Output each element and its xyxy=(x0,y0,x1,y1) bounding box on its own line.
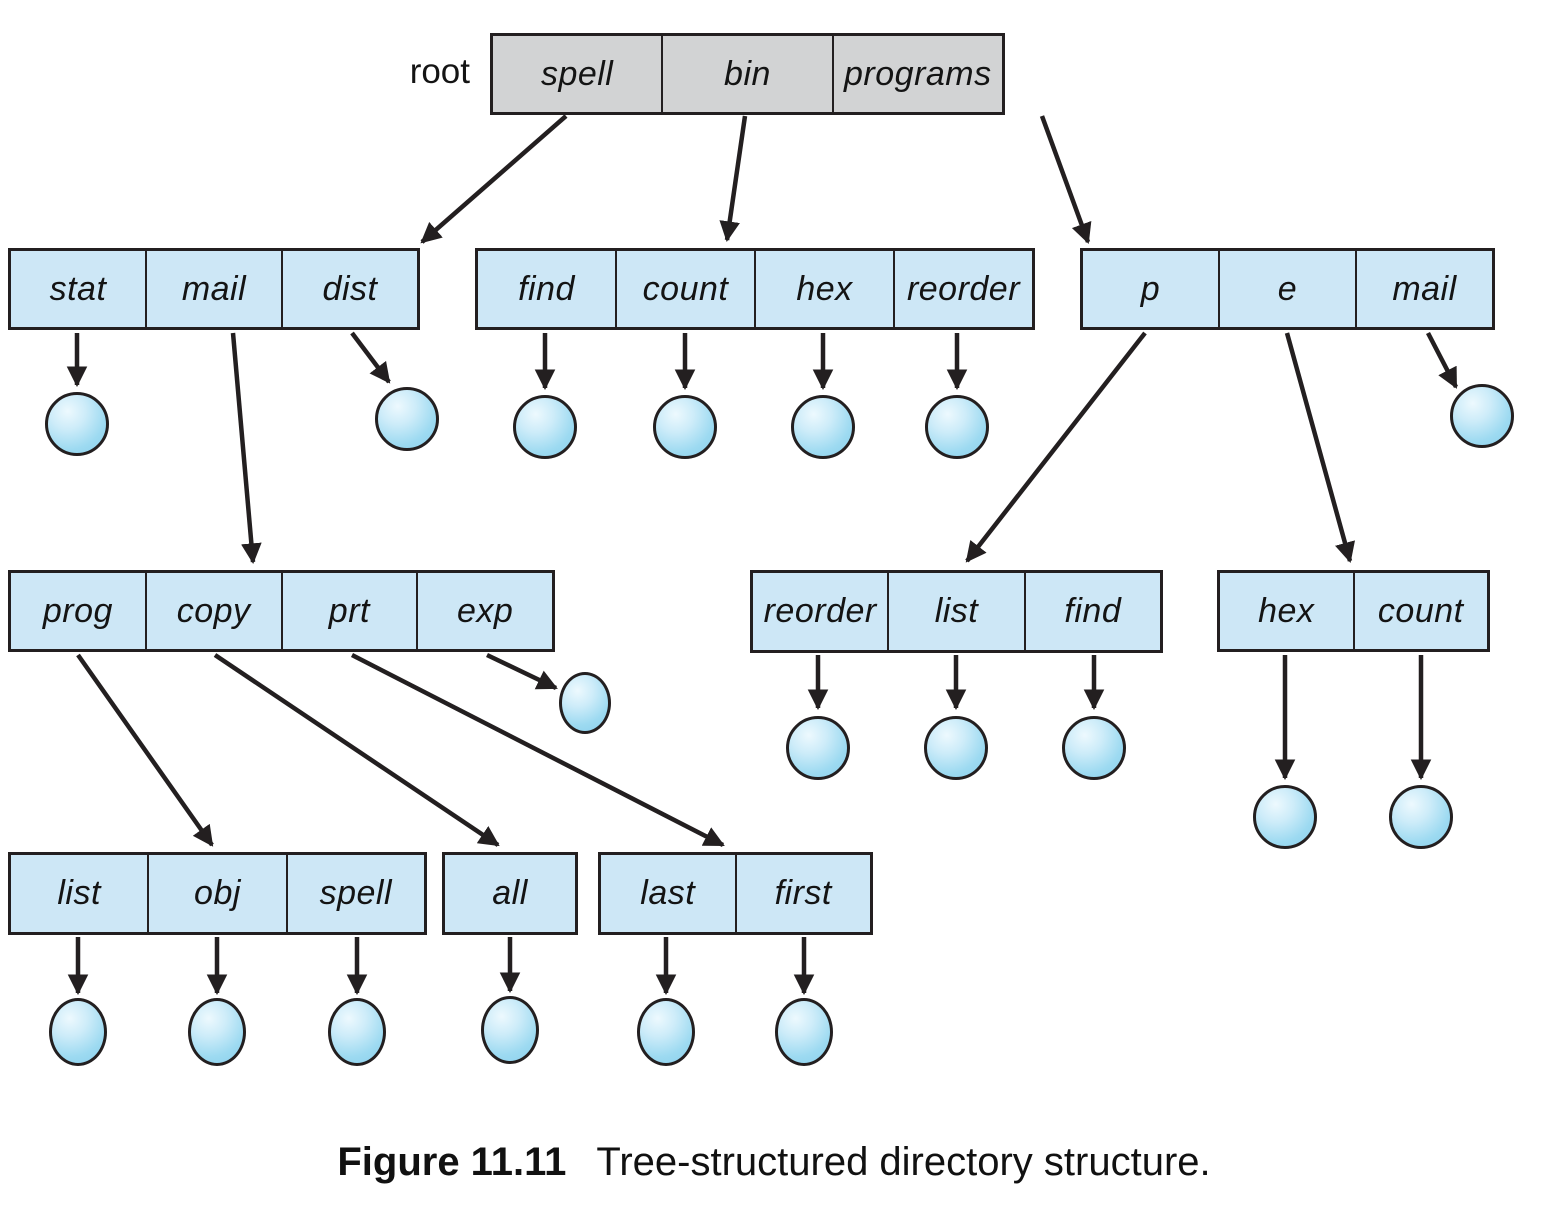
directory-pointer-arrow xyxy=(1426,331,1458,389)
figure-caption: Figure 11.11 Tree-structured directory st… xyxy=(0,1140,1548,1185)
entry-root-spell: spell xyxy=(493,36,664,112)
file-circle xyxy=(1253,785,1317,849)
directory-pointer-arrow xyxy=(350,331,391,384)
entry-p-list: list xyxy=(889,573,1026,650)
directory-pointer-arrow xyxy=(965,331,1147,563)
entry-spell-stat: stat xyxy=(11,251,147,327)
directory-table-spell: stat mail dist xyxy=(8,248,420,330)
entry-programs-p: p xyxy=(1083,251,1220,327)
file-circle xyxy=(1450,384,1514,448)
entry-e-count: count xyxy=(1377,591,1464,630)
entry-mail-prt: prt xyxy=(283,573,419,649)
entry-spell-dist: dist xyxy=(322,269,378,308)
directory-pointer-arrow xyxy=(213,653,500,847)
directory-table-mail: prog copy prt exp xyxy=(8,570,555,652)
entry-prt-first: first xyxy=(774,874,832,912)
directory-table-programs: p e mail xyxy=(1080,248,1495,330)
directory-pointer-arrow xyxy=(1039,115,1092,244)
directory-table-p: reorder list find xyxy=(750,570,1163,653)
entry-prog-obj: obj xyxy=(149,855,288,932)
file-circle xyxy=(513,395,577,459)
directory-table-e: hex count xyxy=(1217,570,1490,652)
entry-prt-last: last xyxy=(601,855,737,932)
figure-caption-number: Figure 11.11 xyxy=(337,1140,567,1184)
entry-bin-hex: hex xyxy=(756,251,895,327)
file-circle xyxy=(786,716,850,780)
file-circle xyxy=(653,395,717,459)
directory-pointer-arrow xyxy=(1284,332,1356,563)
directory-table-copy: all xyxy=(442,852,578,935)
directory-pointer-arrow xyxy=(350,652,725,848)
entry-e-hex: hex xyxy=(1220,573,1355,649)
file-circle xyxy=(775,998,833,1066)
directory-table-prt: last first xyxy=(598,852,873,935)
entry-spell-mail: mail xyxy=(147,251,283,327)
file-circle xyxy=(637,998,695,1066)
file-circle xyxy=(559,672,611,734)
file-circle xyxy=(1062,716,1126,780)
entry-copy-all: all xyxy=(492,874,528,912)
file-circle xyxy=(45,392,109,456)
directory-table-root: spell bin programs xyxy=(490,33,1005,115)
directory-pointer-arrow xyxy=(230,332,262,565)
entry-bin-reorder: reorder xyxy=(906,269,1021,308)
entry-root-bin: bin xyxy=(663,36,834,112)
entry-bin-count: count xyxy=(617,251,756,327)
directory-pointer-arrow xyxy=(420,114,568,244)
file-circle xyxy=(1389,785,1453,849)
entry-p-reorder: reorder xyxy=(753,573,890,650)
file-circle xyxy=(375,387,439,451)
entry-programs-e: e xyxy=(1220,251,1357,327)
directory-pointer-arrow xyxy=(486,652,558,691)
file-circle xyxy=(924,716,988,780)
directory-pointer-arrow xyxy=(719,115,748,243)
entry-mail-prog: prog xyxy=(11,573,147,649)
root-directory-label: root xyxy=(409,52,470,91)
entry-root-programs: programs xyxy=(844,54,992,93)
file-circle xyxy=(328,998,386,1066)
directory-pointer-arrow xyxy=(76,653,214,847)
directory-table-prog: list obj spell xyxy=(8,852,427,935)
file-circle xyxy=(481,996,539,1064)
entry-p-find: find xyxy=(1064,592,1122,630)
entry-mail-exp: exp xyxy=(456,591,514,630)
entry-bin-find: find xyxy=(478,251,617,327)
file-circle xyxy=(925,395,989,459)
entry-prog-list: list xyxy=(11,855,150,932)
figure-caption-text: Tree-structured directory structure. xyxy=(596,1140,1211,1184)
entry-prog-spell: spell xyxy=(319,874,393,912)
entry-mail-copy: copy xyxy=(147,573,283,649)
file-circle xyxy=(49,998,107,1066)
file-circle xyxy=(188,998,246,1066)
entry-programs-mail: mail xyxy=(1392,269,1457,308)
file-circle xyxy=(791,395,855,459)
directory-table-bin: find count hex reorder xyxy=(475,248,1035,330)
